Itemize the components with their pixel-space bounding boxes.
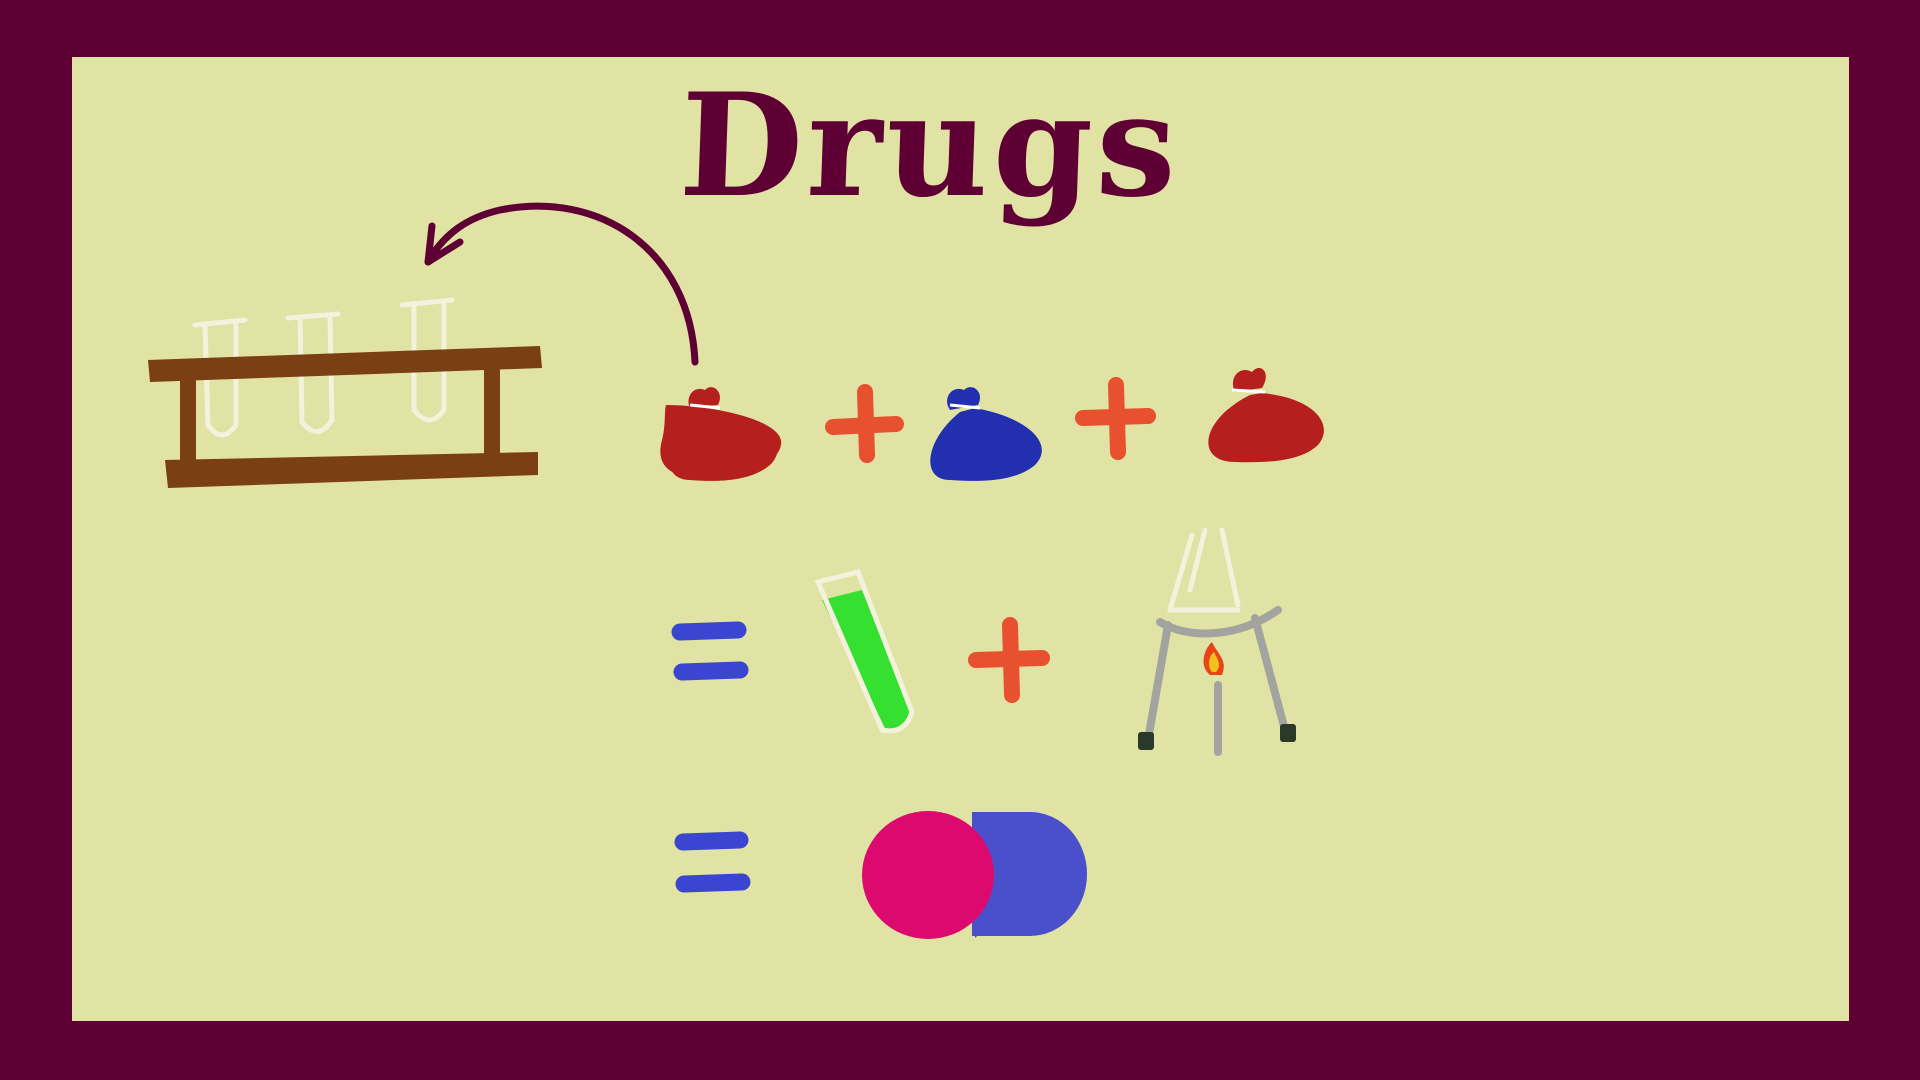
plus-icon-1 xyxy=(825,384,904,463)
chemical-bag-icon xyxy=(930,408,1042,481)
blue-bag xyxy=(930,387,1042,481)
bunsen-burner-flask-icon xyxy=(1138,527,1296,756)
equals-icon-2 xyxy=(674,831,751,893)
green-test-tube-icon xyxy=(814,569,915,734)
plus-icon-3 xyxy=(968,617,1050,703)
chemical-bag-icon xyxy=(1208,393,1324,463)
red-bag-2 xyxy=(1208,367,1324,463)
equals-icon-1 xyxy=(671,621,749,681)
capsule-pill-icon xyxy=(862,811,1087,939)
test-tube-rack-icon xyxy=(148,297,542,488)
curved-arrow-icon xyxy=(424,202,699,366)
red-bag-1 xyxy=(660,387,782,481)
plus-icon-2 xyxy=(1075,377,1156,460)
